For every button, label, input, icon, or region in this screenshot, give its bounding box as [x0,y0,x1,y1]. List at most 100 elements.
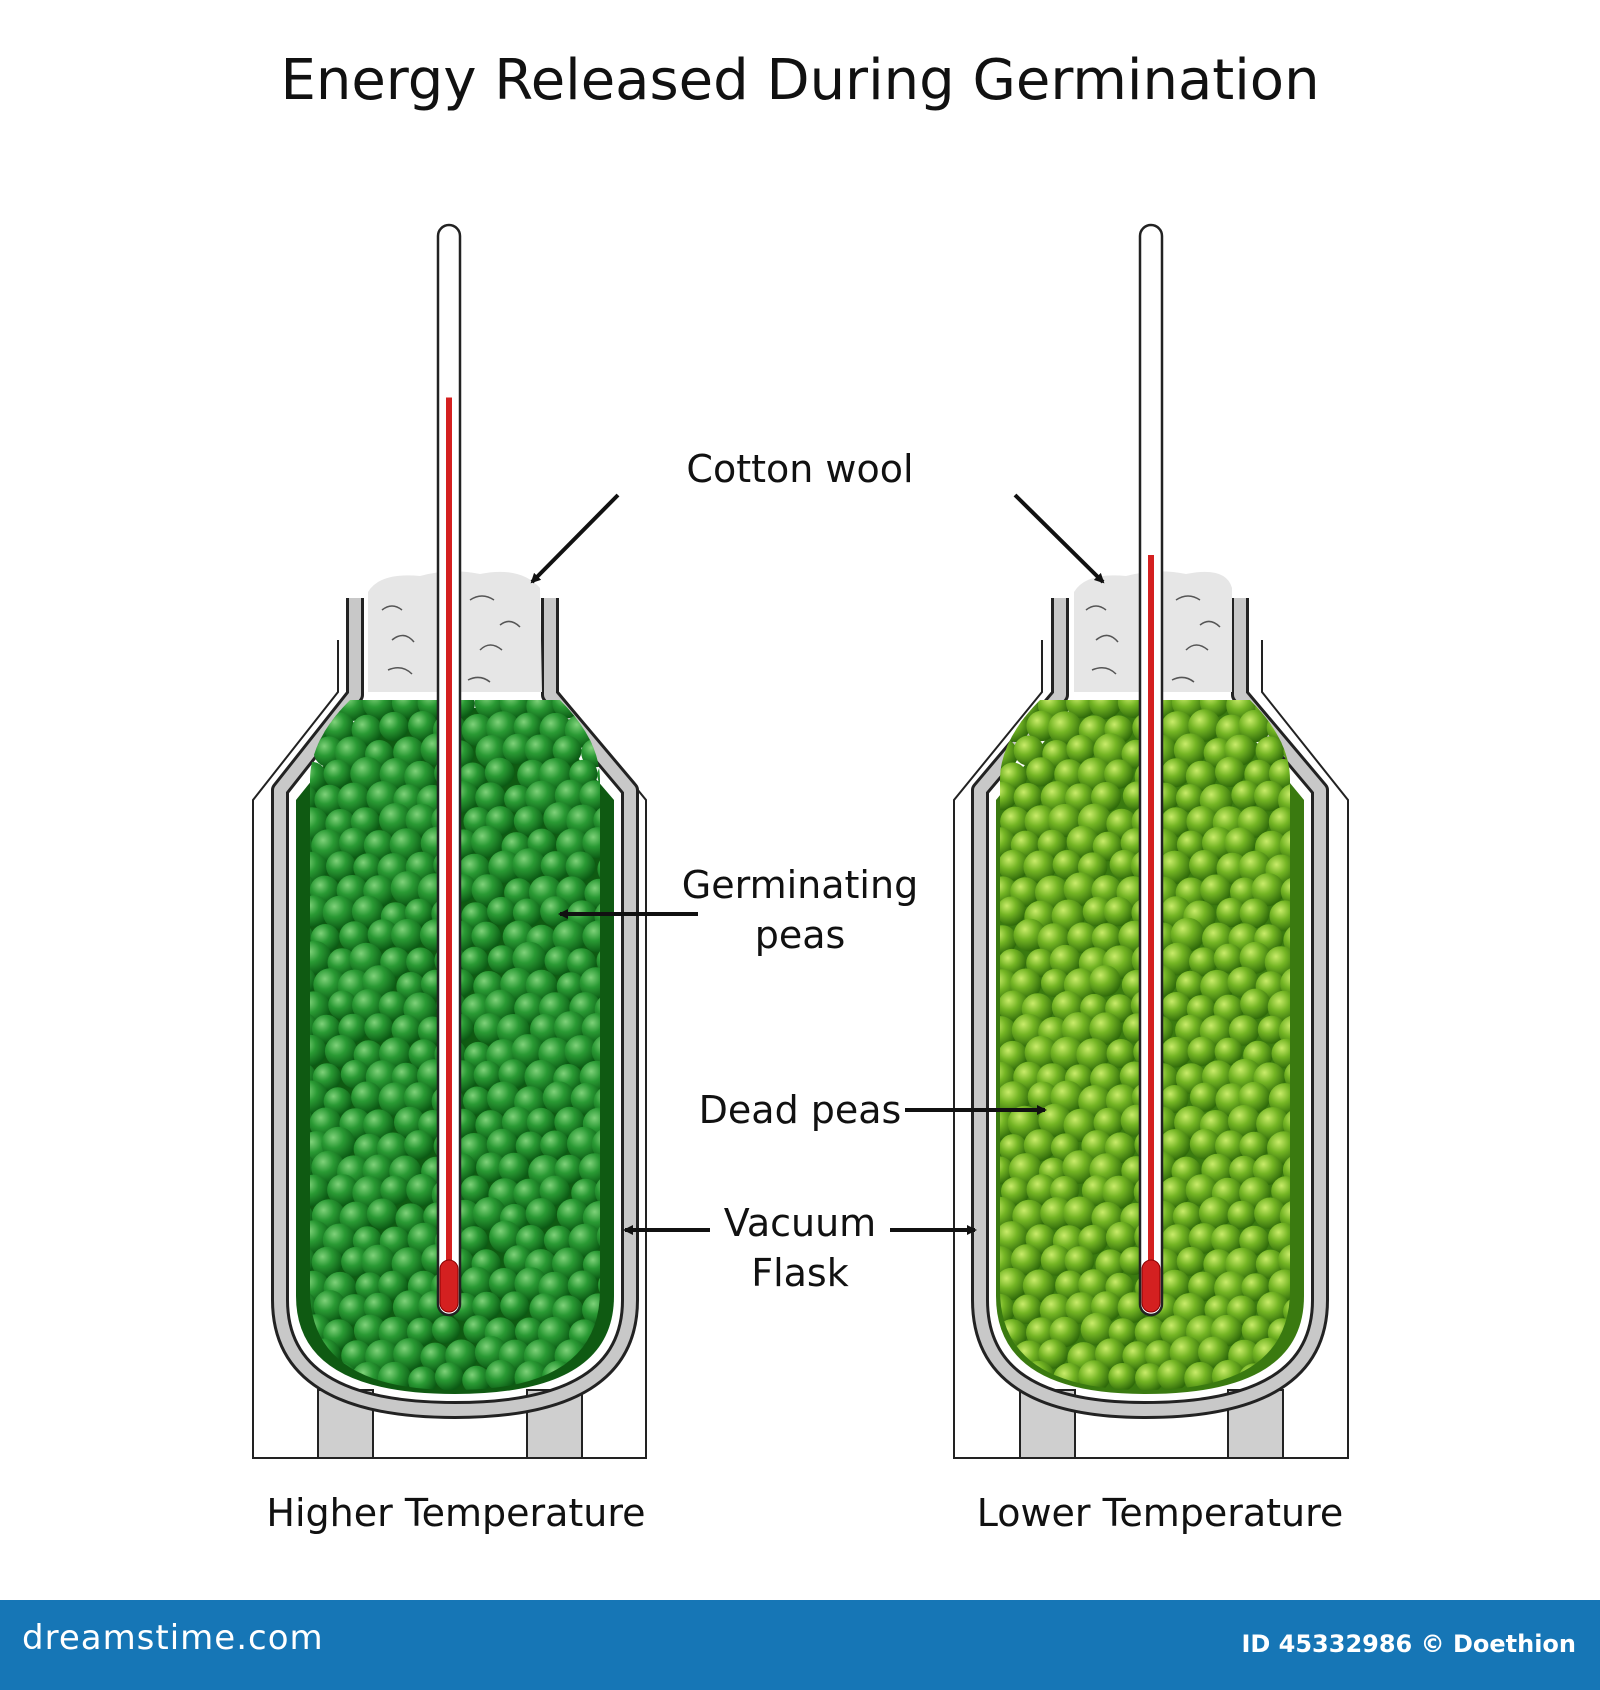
pea [462,1365,491,1390]
pea [310,1034,327,1067]
pea [578,1153,600,1185]
pea [1255,736,1285,766]
pea [1240,988,1271,1020]
footer-credit: ID 45332986 © Doethion [1241,1630,1576,1658]
pea [1013,783,1043,812]
pea [1076,1038,1110,1072]
pea [1000,806,1031,837]
pea [1160,1036,1192,1068]
pea [327,1174,359,1206]
pea [1106,1039,1136,1068]
pea [1254,1197,1286,1230]
pea [502,733,534,765]
pea [408,711,438,741]
pea [1189,1128,1221,1160]
pea [391,919,424,952]
pea [362,700,397,720]
pea [1102,1175,1136,1209]
pea [512,941,547,976]
pea [1089,1012,1122,1045]
pea [1198,1196,1232,1230]
pea [487,1081,521,1115]
pea [543,1225,574,1255]
pea [472,1197,507,1231]
pea [1239,1225,1270,1256]
pea [1095,1249,1126,1280]
pea [1063,872,1098,906]
left-flask [252,223,647,1459]
pea [1091,923,1122,953]
pea [471,874,504,906]
pea [529,1293,561,1324]
pea [568,1223,600,1257]
pea [392,1290,427,1324]
pea [471,825,503,858]
pea [473,1013,505,1045]
pea [581,1013,600,1044]
pea [363,1109,394,1141]
pea [488,850,522,884]
pea [487,945,516,974]
pea [489,1220,522,1254]
pea [1238,709,1271,743]
pea [391,700,423,719]
pea [1023,1129,1056,1162]
pea [1062,1150,1096,1184]
pea [554,1154,584,1184]
label-lower-temperature: Lower Temperature [976,1491,1344,1535]
pea [565,851,596,882]
pea [484,989,517,1022]
pea [542,1081,575,1114]
pea [406,947,435,977]
label-cotton-wool: Cotton wool [686,447,914,491]
pea [1257,1015,1286,1044]
pea [322,895,357,930]
pea [404,1130,434,1160]
label-vacuum-flask-line1: Vacuum [723,1201,877,1245]
pea [552,920,587,955]
footer-brand[interactable]: dreamstime.com [22,1618,324,1658]
pea [515,1317,544,1346]
pea [556,972,586,1001]
pea [310,940,332,975]
pea [361,1244,396,1279]
pea [582,920,600,953]
pea [584,878,600,909]
pea [544,946,574,976]
label-germinating-peas-line2: peas [754,913,846,957]
pea [1284,700,1290,721]
pea [353,1314,386,1347]
pea [1214,1037,1243,1066]
pea [582,827,600,859]
pea [394,1106,425,1138]
label-vacuum-flask-line2: Flask [751,1251,849,1295]
pea [403,1082,435,1113]
pea [499,700,532,719]
pea [1000,849,1029,881]
pea [434,1362,464,1390]
pea [1198,1336,1230,1368]
pea [350,756,384,791]
germination-diagram [252,223,1349,1459]
label-dead-peas: Dead peas [698,1088,902,1132]
pea [1135,1363,1165,1390]
pea [1239,941,1272,974]
pea [1189,850,1220,881]
pea [1048,803,1082,838]
pea [485,1359,517,1390]
pea [539,1175,570,1206]
pea [1012,1294,1042,1325]
pea [1095,1338,1127,1370]
pea [552,735,582,765]
pea [1067,922,1098,953]
pea [1215,756,1246,788]
pea [1054,759,1085,790]
pea [579,700,600,724]
pea [310,1220,332,1254]
label-higher-temperature: Higher Temperature [266,1491,646,1535]
pea [393,1338,426,1371]
pea [337,700,370,721]
pea [1026,1174,1058,1206]
pea [1040,1244,1072,1276]
pea [567,1126,600,1161]
